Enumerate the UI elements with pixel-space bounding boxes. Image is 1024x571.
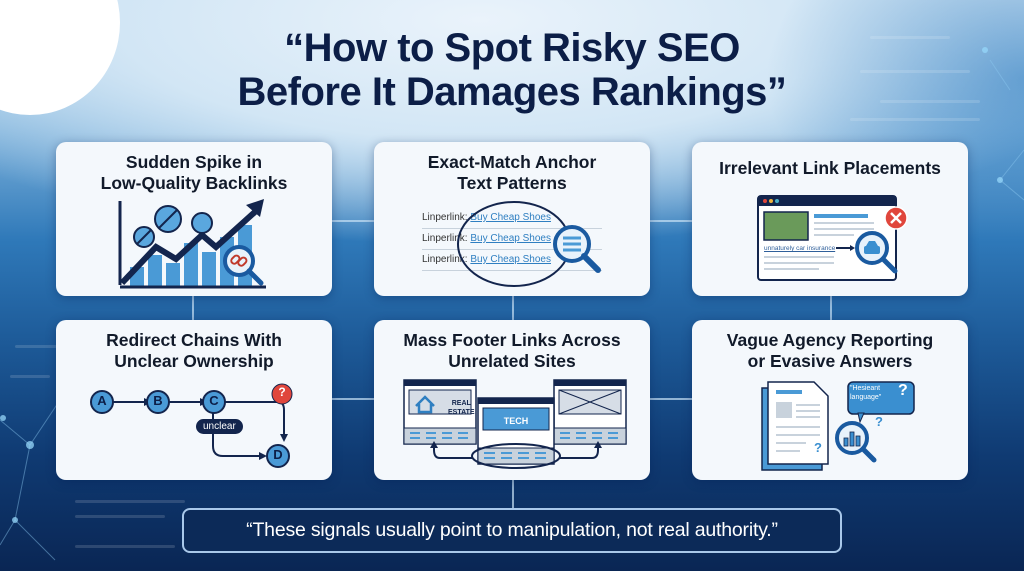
connector-line xyxy=(332,398,374,400)
anchor-row: Linperlink: Buy Cheap Shoes xyxy=(422,250,602,271)
card-title-line: Vague Agency Reporting xyxy=(726,330,934,350)
card-sudden-spike: Sudden Spike in Low-Quality Backlinks xyxy=(56,142,332,296)
code-texture xyxy=(15,345,75,348)
code-texture xyxy=(850,118,980,121)
quote-text: “These signals usually point to manipula… xyxy=(246,519,778,541)
card-title-line: Text Patterns xyxy=(457,173,567,193)
question-mark-icon: ? xyxy=(875,414,883,429)
connector-line xyxy=(830,296,832,320)
card-title-line: Irrelevant Link Placements xyxy=(719,158,941,178)
irrelevant-link-text[interactable]: unnaturely car insurance xyxy=(764,245,836,252)
card-title-line: Exact-Match Anchor xyxy=(427,152,597,172)
code-texture xyxy=(75,500,185,503)
card-title-line: Sudden Spike in xyxy=(125,152,263,172)
quote-callout: “These signals usually point to manipula… xyxy=(182,508,842,553)
anchor-prefix: Linperlink: xyxy=(422,233,468,244)
card-exact-match-anchor: Exact-Match Anchor Text Patterns Linperl… xyxy=(374,142,650,296)
circled-magnifier-icon xyxy=(457,201,601,287)
card-title: Mass Footer Links Across Unrelated Sites xyxy=(374,330,650,372)
card-title-line: Unrelated Sites xyxy=(448,351,576,371)
connector-line xyxy=(650,398,692,400)
code-texture xyxy=(10,375,50,378)
browser-window-icon xyxy=(757,195,908,281)
unknown-node-icon: ? xyxy=(278,385,286,399)
card-title: Redirect Chains With Unclear Ownership xyxy=(56,330,332,372)
unclear-badge: unclear xyxy=(196,419,243,434)
title-line-2: Before It Damages Rankings” xyxy=(237,70,787,114)
anchor-row: Linperlink: Buy Cheap Shoes xyxy=(422,208,602,229)
speech-bubble-text: "Hesieant language" xyxy=(850,384,881,402)
title-line-1: “How to Spot Risky SEO xyxy=(284,26,740,70)
card-title: Vague Agency Reporting or Evasive Answer… xyxy=(692,330,968,372)
anchor-prefix: Linperlink: xyxy=(422,254,468,265)
card-title-line: Low-Quality Backlinks xyxy=(100,173,288,193)
code-texture xyxy=(860,70,970,73)
question-mark-icon: ? xyxy=(814,440,822,455)
spike-chart-icon xyxy=(118,199,266,289)
connector-line xyxy=(512,480,514,508)
speech-bubble-line: "Hesieant xyxy=(850,385,881,392)
site-label-line: REAL xyxy=(451,400,471,407)
card-title-line: Redirect Chains With xyxy=(106,330,282,350)
anchor-list: Linperlink: Buy Cheap Shoes Linperlink: … xyxy=(422,208,602,271)
code-texture xyxy=(75,515,165,518)
card-title-line: Mass Footer Links Across xyxy=(403,330,621,350)
anchor-link[interactable]: Buy Cheap Shoes xyxy=(470,254,551,265)
anchor-link[interactable]: Buy Cheap Shoes xyxy=(470,233,551,244)
code-texture xyxy=(75,545,175,548)
connector-line xyxy=(332,220,374,222)
connector-line xyxy=(192,296,194,320)
page-title: “How to Spot Risky SEO Before It Damages… xyxy=(0,26,1024,114)
anchor-row: Linperlink: Buy Cheap Shoes xyxy=(422,229,602,250)
card-vague-agency-reporting: Vague Agency Reporting or Evasive Answer… xyxy=(692,320,968,480)
redirect-chain-diagram-icon xyxy=(90,383,293,468)
connector-line xyxy=(512,296,514,320)
redirect-node-d: D xyxy=(273,447,283,462)
anchor-prefix: Linperlink: xyxy=(422,212,468,223)
card-title: Sudden Spike in Low-Quality Backlinks xyxy=(56,152,332,194)
question-mark-icon: ? xyxy=(898,382,908,399)
card-title-line: Unclear Ownership xyxy=(114,351,274,371)
card-title: Exact-Match Anchor Text Patterns xyxy=(374,152,650,194)
report-document-icon xyxy=(761,381,915,471)
site-label-real-estate: REAL ESTATE xyxy=(448,399,475,417)
code-texture xyxy=(870,36,950,39)
redirect-node-c: C xyxy=(209,393,219,408)
card-mass-footer-links: Mass Footer Links Across Unrelated Sites xyxy=(374,320,650,480)
speech-bubble-line: language" xyxy=(850,394,882,401)
redirect-node-b: B xyxy=(153,393,163,408)
site-label-tech: TECH xyxy=(503,416,529,426)
redirect-node-a: A xyxy=(97,393,107,408)
anchor-link[interactable]: Buy Cheap Shoes xyxy=(470,212,551,223)
card-redirect-chains: Redirect Chains With Unclear Ownership A… xyxy=(56,320,332,480)
site-label-line: ESTATE xyxy=(448,409,475,416)
card-title-line: or Evasive Answers xyxy=(747,351,913,371)
card-irrelevant-link: Irrelevant Link Placements unnaturely ca… xyxy=(692,142,968,296)
card-title: Irrelevant Link Placements xyxy=(692,158,968,179)
code-texture xyxy=(880,100,980,103)
footer-sites-icon xyxy=(403,379,627,469)
connector-line xyxy=(650,220,692,222)
